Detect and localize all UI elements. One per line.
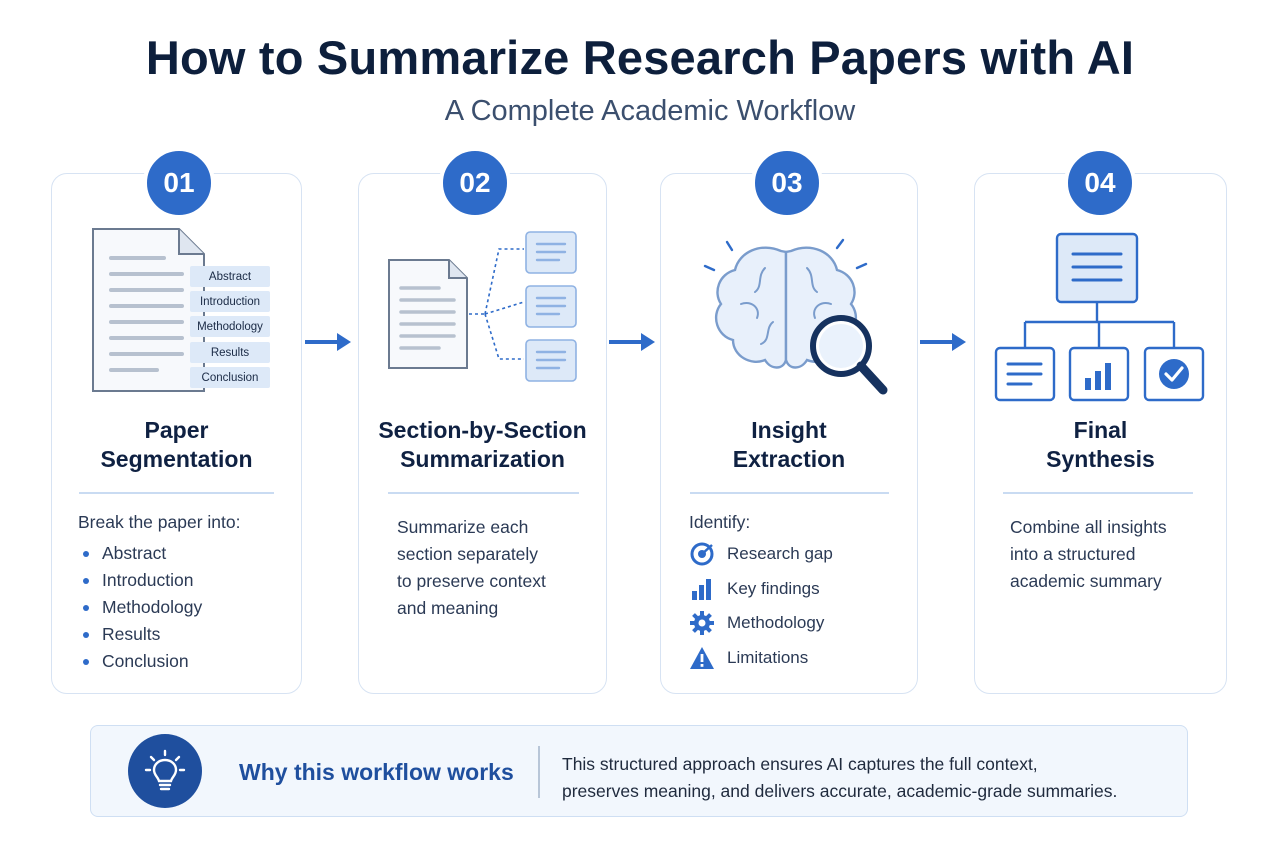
step-number-badge: 01 — [143, 147, 215, 219]
doc-tag-introduction: Introduction — [190, 291, 270, 312]
step-card-4: Final Synthesis Combine all insights int… — [974, 173, 1227, 694]
list-item: Introduction — [78, 567, 202, 594]
divider — [79, 492, 274, 494]
list-item: Methodology — [689, 606, 833, 641]
step-intro: Break the paper into: — [78, 512, 241, 532]
divider — [1003, 492, 1193, 494]
list-item: Limitations — [689, 641, 833, 676]
doc-tag-results: Results — [190, 342, 270, 363]
gear-icon — [689, 610, 715, 636]
step-title: Final Synthesis — [1046, 417, 1155, 472]
doc-tag-methodology: Methodology — [190, 316, 270, 337]
step-title: Paper Segmentation — [100, 417, 253, 472]
step-card-2: Section-by-Section Summarization Summari… — [358, 173, 607, 694]
list-item: Results — [78, 621, 202, 648]
step-title: Section-by-Section Summarization — [378, 417, 587, 472]
step-number-badge: 02 — [439, 147, 511, 219]
divider — [388, 492, 579, 494]
page-title: How to Summarize Research Papers with AI — [145, 31, 1135, 84]
list-item: Key findings — [689, 572, 833, 607]
doc-tag-abstract: Abstract — [190, 266, 270, 287]
step-description: Combine all insights into a structured a… — [1010, 517, 1167, 591]
document-segmentation-illustration — [92, 228, 205, 392]
step-description: Summarize each section separately to pre… — [397, 517, 546, 618]
why-heading: Why this workflow works — [239, 759, 514, 785]
brain-magnifier-illustration — [703, 238, 888, 395]
list-item: Abstract — [78, 540, 202, 567]
list-item: Research gap — [689, 537, 833, 572]
bullet-list: Abstract Introduction Methodology Result… — [78, 540, 202, 675]
step-intro: Identify: — [689, 512, 751, 532]
synthesis-hierarchy-illustration — [994, 232, 1205, 402]
vertical-divider — [538, 746, 540, 798]
doc-tag-conclusion: Conclusion — [190, 367, 270, 388]
list-item: Conclusion — [78, 648, 202, 675]
why-description: This structured approach ensures AI capt… — [562, 754, 1118, 801]
step-number-badge: 04 — [1064, 147, 1136, 219]
warning-icon — [689, 645, 715, 671]
step-number-badge: 03 — [751, 147, 823, 219]
step-card-1: Abstract Introduction Methodology Result… — [51, 173, 302, 694]
target-icon — [689, 541, 715, 567]
divider — [690, 492, 889, 494]
page-subtitle: A Complete Academic Workflow — [444, 95, 856, 127]
step-title: Insight Extraction — [732, 417, 846, 472]
lightbulb-icon — [128, 734, 202, 808]
arrow-right-icon — [305, 333, 351, 351]
bar-chart-icon — [689, 576, 715, 602]
arrow-right-icon — [920, 333, 966, 351]
step-card-3: Insight Extraction Identify: Research ga… — [660, 173, 918, 694]
arrow-right-icon — [609, 333, 655, 351]
why-workflow-banner: Why this workflow works This structured … — [90, 725, 1188, 817]
section-summaries-illustration — [388, 231, 577, 382]
insight-list: Research gap Key findings Methodology Li… — [689, 537, 833, 675]
list-item: Methodology — [78, 594, 202, 621]
